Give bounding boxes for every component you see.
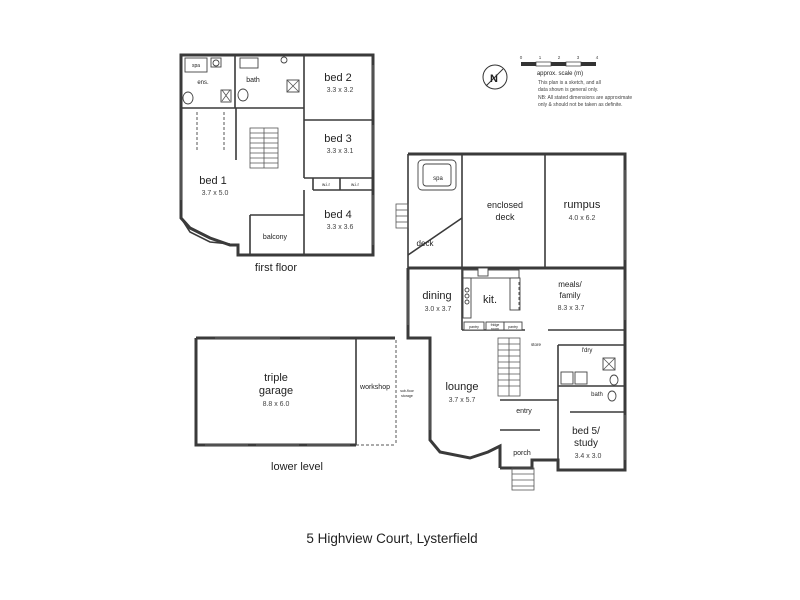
porch-steps: [511, 467, 535, 491]
pantry-1-label: pantry: [469, 325, 479, 329]
room-workshop-label: workshop: [359, 384, 390, 391]
room-spa-upper-label: spa: [192, 63, 200, 69]
room-spa-deck-label: spa: [433, 176, 443, 182]
room-deck-label: deck: [417, 239, 435, 248]
room-laundry-label: l'dry: [582, 348, 593, 354]
room-lounge-label: lounge: [445, 381, 478, 393]
room-meals-label-1: meals/: [558, 280, 582, 289]
room-meals-dims: 8.3 x 3.7: [558, 305, 585, 312]
room-ensuite-label: ens.: [197, 80, 209, 86]
room-wir-1-label: w.i.r: [322, 182, 331, 187]
first-floor-title: first floor: [255, 262, 298, 274]
disclaimer-note: This plan is a sketch, and all data show…: [538, 80, 632, 108]
room-balcony-label: balcony: [263, 234, 288, 241]
room-enclosed-deck-label-1: enclosed: [487, 200, 523, 210]
room-bed5-dims: 3.4 x 3.0: [575, 453, 602, 460]
lower-level-plan: [194, 336, 397, 447]
fridge-room-label-1: fridge: [491, 323, 500, 327]
room-lounge-dims: 3.7 x 5.7: [449, 397, 476, 404]
room-store-label: store: [531, 342, 542, 347]
room-meals-label-2: family: [560, 291, 581, 300]
room-bed2-label: bed 2: [324, 72, 352, 84]
fridge-room-label-2: room: [491, 327, 499, 331]
stairs-upper: [249, 127, 279, 169]
room-subfloor-label-2: storage: [401, 394, 413, 398]
scale-bar: 0 1 2 3 4 approx. scale (m): [520, 55, 599, 77]
room-bed1-label: bed 1: [199, 175, 227, 187]
room-enclosed-deck-label-2: deck: [495, 212, 515, 222]
room-bed1-dims: 3.7 x 5.0: [202, 190, 229, 197]
room-wir-2-label: w.i.r: [351, 182, 360, 187]
first-floor-plan: [179, 53, 375, 257]
room-bed5-label-1: bed 5/: [572, 426, 600, 437]
scale-label: approx. scale (m): [537, 71, 583, 77]
room-rumpus-label: rumpus: [564, 199, 601, 211]
scale-tick-2: 2: [558, 55, 561, 60]
stairs-lower: [497, 337, 521, 397]
room-garage-label-1: triple: [264, 372, 288, 384]
room-bed3-label: bed 3: [324, 133, 352, 145]
room-bed4-label: bed 4: [324, 209, 352, 221]
room-rumpus-dims: 4.0 x 6.2: [569, 215, 596, 222]
deck-steps: [395, 203, 409, 229]
scale-tick-4: 4: [596, 55, 599, 60]
room-bed4-dims: 3.3 x 3.6: [327, 224, 354, 231]
room-bed3-dims: 3.3 x 3.1: [327, 148, 354, 155]
property-address: 5 Highview Court, Lysterfield: [306, 531, 477, 546]
svg-text:NB: All stated dimensions are: NB: All stated dimensions are approximat…: [538, 95, 632, 101]
scale-tick-0: 0: [520, 55, 523, 60]
room-garage-dims: 8.8 x 6.0: [263, 401, 290, 408]
room-bed5-label-2: study: [574, 438, 598, 449]
room-kitchen-label: kit.: [483, 294, 497, 306]
pantry-2-label: pantry: [508, 325, 518, 329]
room-dining-label: dining: [422, 290, 451, 302]
room-subfloor-label-1: sub-floor: [400, 389, 414, 393]
scale-tick-3: 3: [577, 55, 580, 60]
room-bed2-dims: 3.3 x 3.2: [327, 87, 354, 94]
svg-text:only & should not be taken as: only & should not be taken as definite.: [538, 102, 623, 108]
room-entry-label: entry: [516, 408, 532, 415]
svg-text:data shown is general only.: data shown is general only.: [538, 87, 598, 93]
svg-text:This plan is a sketch, and all: This plan is a sketch, and all: [538, 80, 601, 86]
scale-tick-1: 1: [539, 55, 542, 60]
lower-level-title: lower level: [271, 461, 323, 473]
room-bath-lower-label: bath: [591, 392, 603, 398]
room-dining-dims: 3.0 x 3.7: [425, 306, 452, 313]
ground-floor-plan: [395, 152, 627, 491]
room-porch-label: porch: [513, 450, 531, 457]
room-bath-upper-label: bath: [246, 77, 260, 84]
room-garage-label-2: garage: [259, 385, 293, 397]
north-arrow-icon: N: [482, 64, 508, 90]
north-letter: N: [490, 73, 498, 85]
